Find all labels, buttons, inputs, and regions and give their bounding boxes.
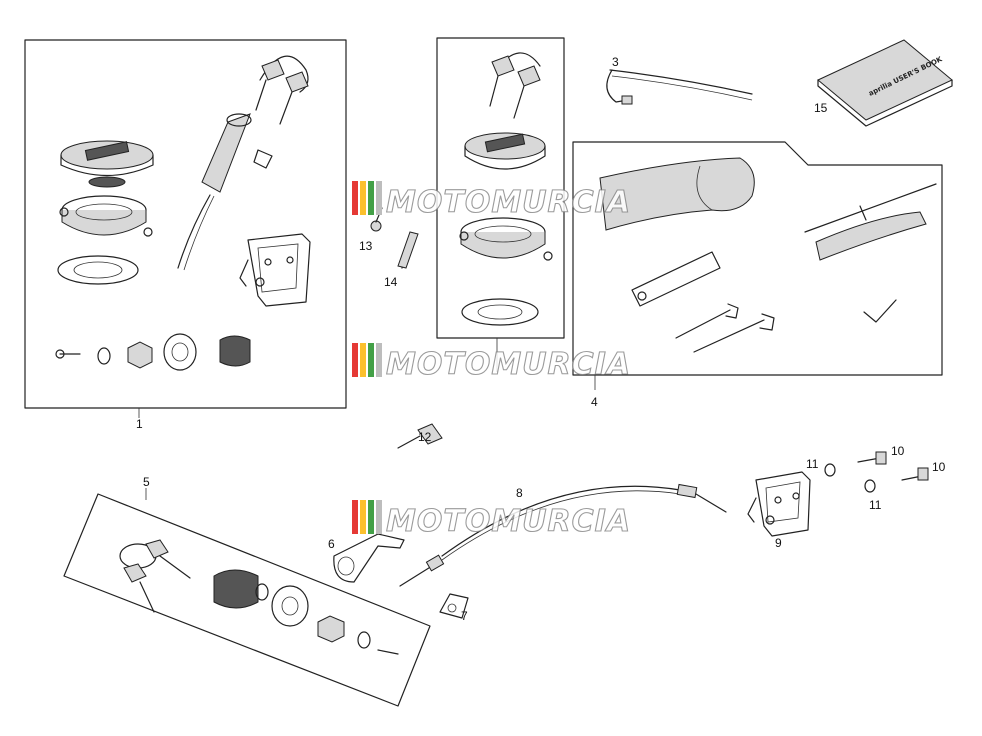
lock-washer [271,585,309,627]
fuel-cap-ring [59,195,153,237]
callout-1: 1 [136,417,143,431]
watermark-stripe [368,500,374,534]
callout-10-lower: 10 [932,460,946,474]
callout-11-lower: 11 [869,498,882,512]
watermark-stripe [368,181,374,215]
hex-key [863,299,897,323]
watermark-stripe [352,343,358,377]
ignition-switch-body [177,113,273,271]
group-5-frame [63,493,431,707]
callout-14: 14 [384,275,398,289]
callout-11-upper: 11 [806,457,819,471]
watermark-top: MOTOMURCIA [352,181,631,221]
group-2-frame [436,37,565,339]
tool-pouch [599,157,755,231]
screwdriver [804,183,937,261]
watermark-text: MOTOMURCIA [386,347,631,382]
lock-screw [377,649,399,655]
callout-15: 15 [814,101,828,115]
watermark-bottom: MOTOMURCIA [352,500,631,540]
callout-8: 8 [516,486,523,500]
callout-3: 3 [612,55,619,69]
watermark-stripe [368,343,374,377]
callout-5: 5 [143,475,150,489]
callout-12: 12 [418,430,432,444]
open-wrench-large [693,313,775,353]
callout-9: 9 [775,536,782,550]
part-10-bolt-upper [857,451,887,465]
watermark-stripe [376,181,382,215]
part-12-key [397,423,443,449]
watermark-stripe [360,181,366,215]
watermark-stripe [360,500,366,534]
part-8-cable [399,483,727,587]
watermark-stripe [376,343,382,377]
lock-small-washer [357,631,371,649]
group-1-ignition-set [24,39,347,418]
part-15-users-book: aprilia USER'S BOOK [817,39,953,127]
part-9-bracket [747,471,811,537]
group-4-toolkit [572,141,943,390]
lock-nut [317,615,345,643]
ignition-keys [255,55,309,125]
part-14-stud [397,231,419,269]
part-11-washer-lower [864,479,876,493]
watermark-middle: MOTOMURCIA [352,343,631,383]
watermark-stripe [352,181,358,215]
part-6-plate [333,533,405,583]
watermark-stripe [352,500,358,534]
part-11-washer-upper [824,463,836,477]
group-4-frame [572,141,943,376]
hardware-row [55,333,251,371]
lock-keys [119,539,191,613]
callout-7: 7 [461,609,468,623]
callout-6: 6 [328,537,335,551]
fuel-cap-gasket [57,255,139,285]
open-wrench-small [675,303,739,339]
lock-barrel [213,569,269,609]
group-5-lock-set [63,488,431,707]
part-3-strap [606,69,753,105]
watermark-stripe [376,500,382,534]
watermark-text: MOTOMURCIA [386,504,631,539]
fuel-cap-top [60,140,154,188]
watermark-text: MOTOMURCIA [386,185,631,220]
callout-4: 4 [591,395,598,409]
lock-bracket [239,233,311,307]
group-1-frame [24,39,347,409]
callout-13: 13 [359,239,373,253]
part-7-cable-end [439,593,469,619]
tube-wrench [631,251,721,307]
part-10-bolt-lower [901,467,929,481]
group-2-fuel-cap-set [436,37,565,372]
callout-labels: 1 3 4 5 6 7 8 9 10 10 11 11 12 13 14 15 [136,55,946,623]
watermark-stripe [360,343,366,377]
callout-10-upper: 10 [891,444,905,458]
